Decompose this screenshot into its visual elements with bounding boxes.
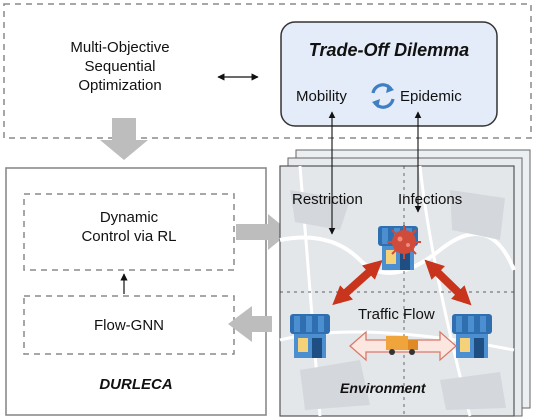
epidemic-label: Epidemic [400, 88, 462, 105]
environment-to-gnn-arrow [228, 306, 272, 342]
red-arrow-left [332, 259, 383, 306]
mobility-label: Mobility [296, 88, 347, 105]
dynamic-control-label: Dynamic Control via RL [24, 208, 234, 246]
dynamic-control-line-1: Dynamic [99, 209, 159, 226]
control-to-environment-arrow [236, 214, 290, 250]
optimization-panel [3, 3, 532, 139]
virus-icon [387, 225, 421, 259]
optimization-text: Multi-Objective Sequential Optimization [40, 38, 200, 95]
flow-gnn-box [23, 295, 235, 355]
store-icon-left [290, 314, 330, 358]
store-icon-right [452, 314, 492, 358]
durleca-panel [5, 167, 267, 416]
red-arrow-right [424, 259, 472, 306]
dynamic-control-box [23, 193, 235, 271]
flow-gnn-label: Flow-GNN [94, 317, 164, 334]
dynamic-control-line-2: Control via RL [81, 228, 177, 245]
traffic-flow-label: Traffic Flow [358, 306, 435, 323]
truck-icon [386, 336, 418, 355]
trade-off-dilemma-box [280, 21, 498, 127]
optimization-text-line-2: Sequential [84, 58, 156, 75]
infections-label: Infections [398, 191, 463, 208]
durleca-title: DURLECA [99, 376, 173, 393]
cycle-arrows-icon [371, 83, 395, 109]
optimization-text-line-1: Multi-Objective [70, 39, 170, 56]
environment-map-stack [279, 149, 531, 417]
environment-title: Environment [340, 380, 426, 396]
dilemma-title: Trade-Off Dilemma [308, 40, 470, 60]
down-arrow-to-durleca [100, 118, 148, 160]
optimization-text-line-3: Optimization [78, 77, 162, 94]
restriction-label: Restriction [292, 191, 363, 208]
